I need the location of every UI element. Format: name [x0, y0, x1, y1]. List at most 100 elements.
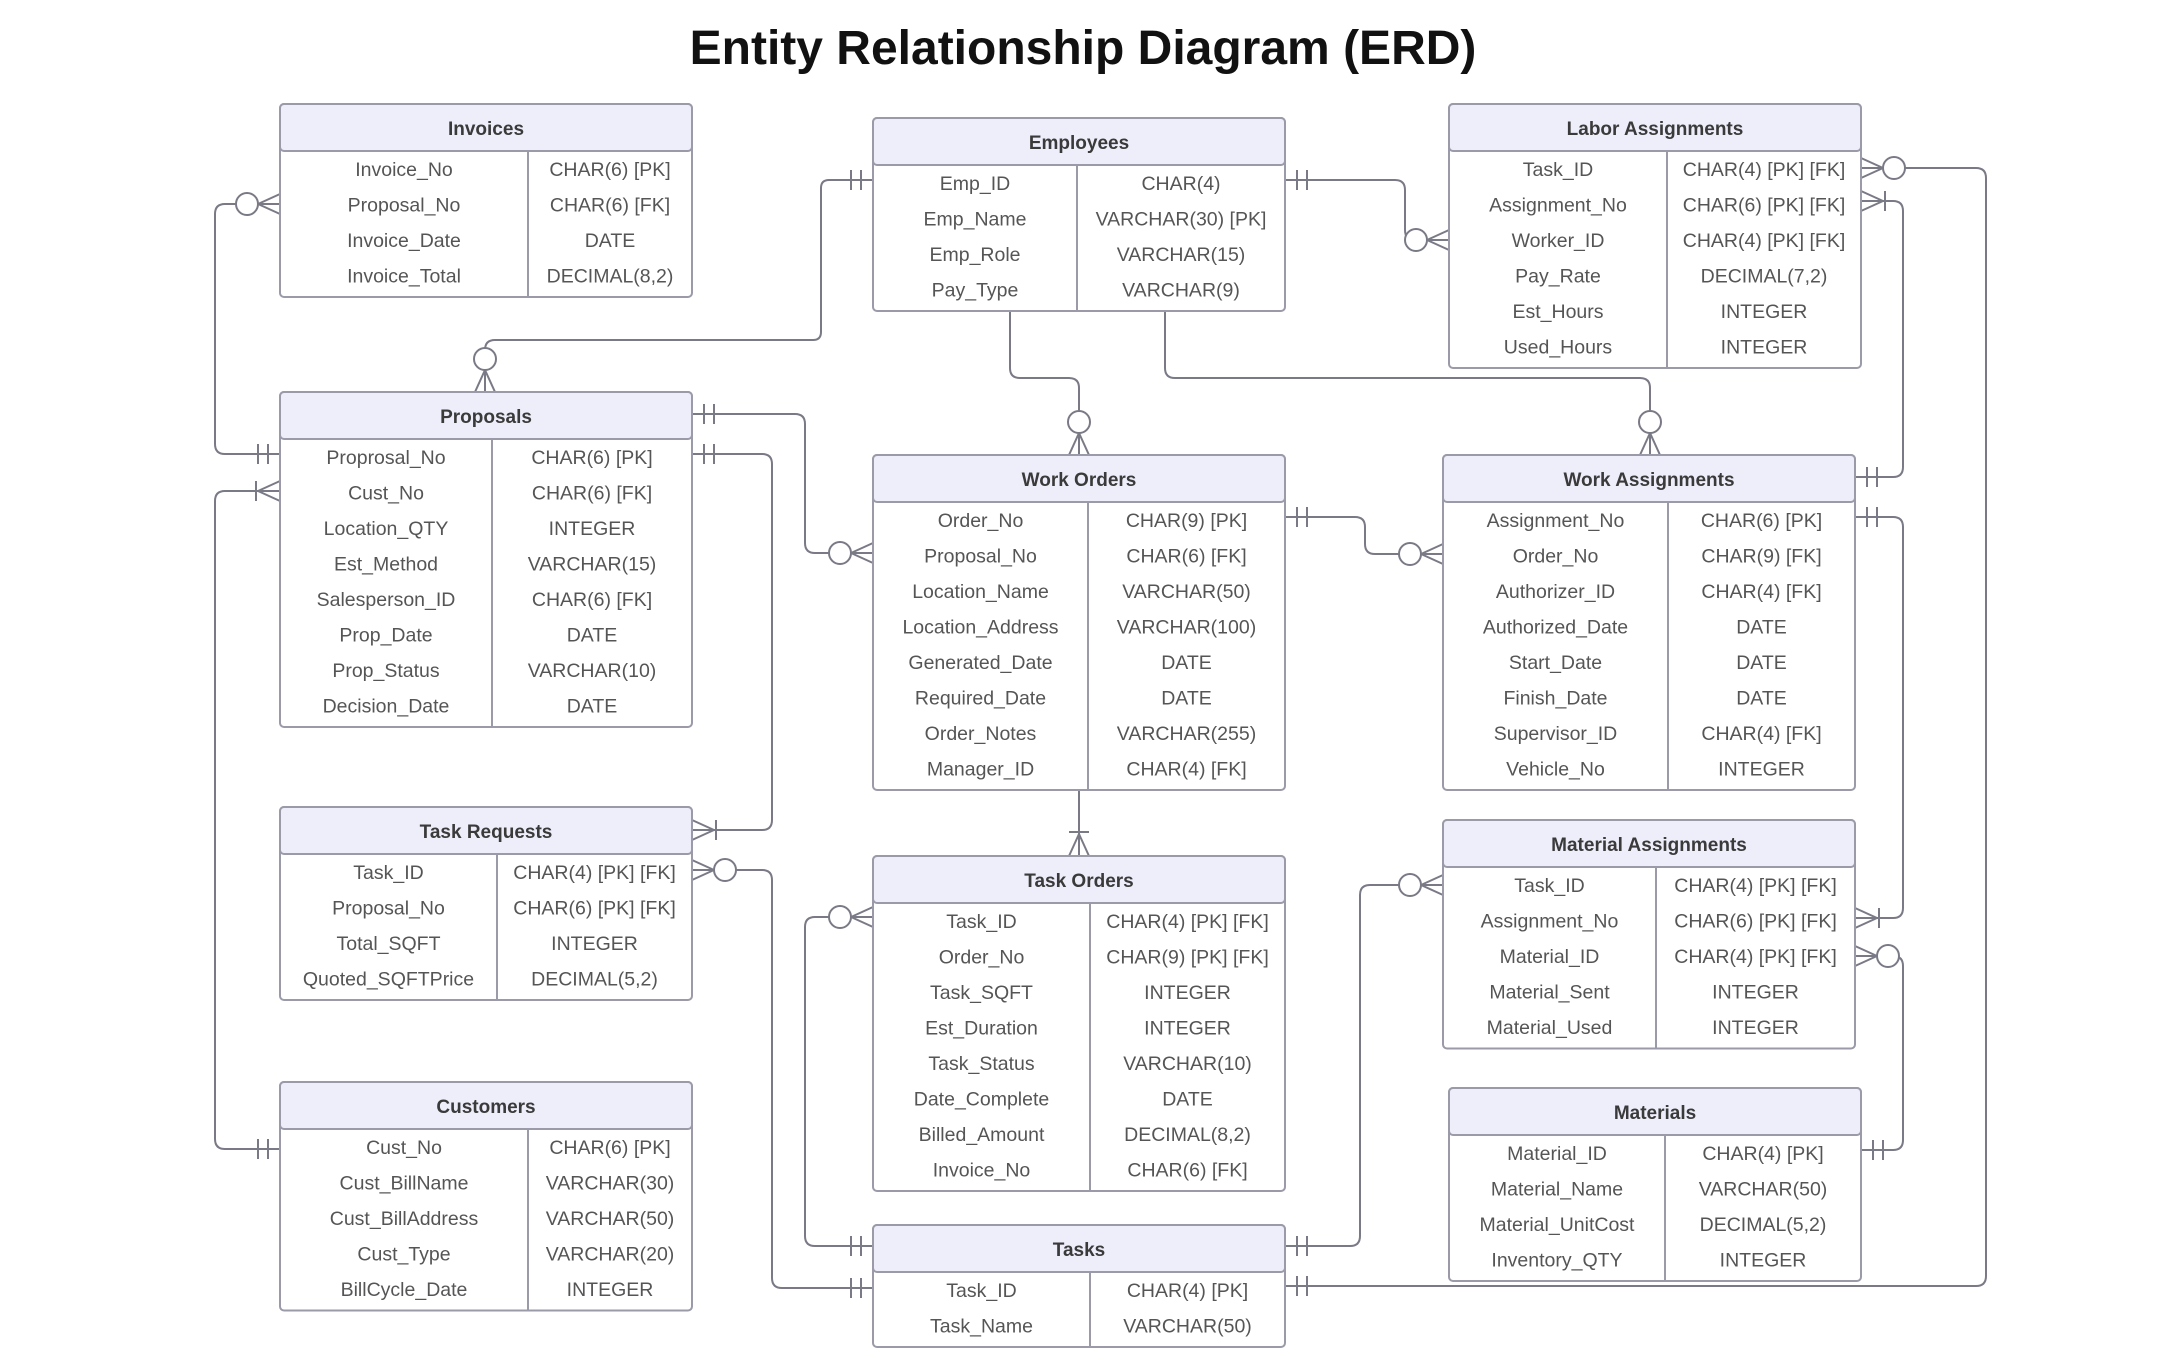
- one-mandatory-marker: [257, 444, 269, 464]
- attribute-name: Total_SQFT: [336, 933, 440, 955]
- zero-or-many-marker: [1638, 410, 1662, 456]
- attribute-type: CHAR(4) [PK]: [1702, 1143, 1823, 1165]
- one-mandatory-marker: [257, 1139, 269, 1159]
- entity-header: [279, 103, 693, 152]
- attribute-name: Cust_BillAddress: [330, 1208, 479, 1230]
- rel-invoices-proposals: [214, 203, 280, 455]
- attribute-name: Invoice_No: [355, 159, 453, 181]
- one-or-many-marker: [691, 819, 717, 841]
- attribute-name: Emp_Name: [924, 208, 1027, 230]
- attribute-type: DATE: [1736, 687, 1787, 709]
- one-mandatory-marker: [1872, 1140, 1884, 1160]
- attribute-name: Date_Complete: [914, 1088, 1050, 1110]
- attribute-name: Material_UnitCost: [1480, 1214, 1636, 1236]
- attribute-name: Location_Address: [902, 616, 1058, 638]
- attribute-name: Order_No: [938, 510, 1024, 532]
- rel-tasks-taskorders: [804, 916, 873, 1247]
- attribute-name: Assignment_No: [1489, 194, 1627, 216]
- attribute-name: Task_Status: [928, 1053, 1034, 1075]
- attribute-name: Location_Name: [912, 581, 1049, 603]
- attribute-name: Task_SQFT: [930, 982, 1033, 1004]
- zero-or-many-marker: [1398, 542, 1444, 566]
- entity-name: Material Assignments: [1551, 835, 1747, 856]
- one-mandatory-marker: [1866, 507, 1878, 527]
- attribute-type: CHAR(4) [FK]: [1126, 758, 1246, 780]
- entity-header: [1442, 819, 1856, 868]
- zero-or-many-marker: [1860, 156, 1906, 180]
- entity-name: Proposals: [440, 407, 532, 428]
- entity-name: Labor Assignments: [1567, 119, 1744, 140]
- one-mandatory-marker: [850, 1278, 862, 1298]
- attribute-name: Used_Hours: [1504, 336, 1613, 358]
- one-mandatory-marker: [850, 1236, 862, 1256]
- attribute-type: CHAR(6) [PK] [FK]: [1674, 910, 1837, 932]
- zero-or-many-marker: [691, 858, 737, 882]
- attribute-name: Salesperson_ID: [317, 589, 456, 611]
- attribute-type: CHAR(4): [1141, 173, 1220, 195]
- attribute-type: CHAR(6) [PK] [FK]: [513, 897, 676, 919]
- attribute-type: CHAR(4) [FK]: [1701, 723, 1821, 745]
- zero-or-many-marker: [1404, 228, 1450, 252]
- attribute-type: CHAR(4) [PK] [FK]: [1674, 946, 1837, 968]
- rel-labor-tasks: [1285, 167, 1987, 1287]
- entity-header: [1442, 454, 1856, 503]
- attribute-name: Manager_ID: [927, 758, 1034, 780]
- zero-or-many-marker: [828, 541, 874, 565]
- attribute-type: CHAR(6) [PK] [FK]: [1683, 194, 1846, 216]
- attribute-name: Supervisor_ID: [1494, 723, 1618, 745]
- rel-workassignments-materialassignments: [1855, 516, 1904, 919]
- entity-name: Materials: [1614, 1103, 1696, 1124]
- attribute-name: Material_Sent: [1489, 981, 1610, 1003]
- attribute-type: CHAR(6) [PK]: [549, 159, 670, 181]
- attribute-name: Billed_Amount: [919, 1124, 1045, 1146]
- entity-name: Task Orders: [1024, 871, 1133, 892]
- attribute-name: Task_ID: [1514, 875, 1584, 897]
- attribute-name: Start_Date: [1509, 652, 1602, 674]
- attribute-type: CHAR(6) [FK]: [550, 194, 670, 216]
- rel-employees-labor: [1285, 179, 1449, 241]
- attribute-name: Est_Hours: [1512, 301, 1603, 323]
- attribute-type: VARCHAR(50): [1123, 1315, 1252, 1337]
- attribute-type: CHAR(6) [PK]: [549, 1137, 670, 1159]
- attribute-name: Est_Duration: [925, 1017, 1038, 1039]
- entity-header: [1448, 103, 1862, 152]
- attribute-name: Emp_Role: [929, 244, 1020, 266]
- attribute-name: Assignment_No: [1481, 910, 1619, 932]
- zero-or-many-marker: [1067, 410, 1091, 456]
- one-mandatory-marker: [1296, 507, 1308, 527]
- attribute-type: INTEGER: [1718, 758, 1805, 780]
- entity-header: [872, 1224, 1286, 1273]
- attribute-name: Est_Method: [334, 553, 438, 575]
- attribute-name: Proprosal_No: [326, 447, 445, 469]
- one-or-many-marker: [1860, 190, 1886, 212]
- rel-workorders-workassignments: [1285, 516, 1443, 555]
- attribute-type: DECIMAL(8,2): [1124, 1124, 1251, 1146]
- attribute-type: CHAR(4) [PK] [FK]: [1683, 159, 1846, 181]
- attribute-type: VARCHAR(10): [528, 660, 657, 682]
- attribute-name: Material_Name: [1491, 1178, 1623, 1200]
- rel-materials-materialassignments: [1855, 955, 1904, 1151]
- rel-employees-workorders: [1009, 300, 1080, 455]
- attribute-name: Proposal_No: [348, 194, 461, 216]
- attribute-type: VARCHAR(15): [528, 553, 657, 575]
- one-mandatory-marker: [703, 404, 715, 424]
- entity-header: [872, 454, 1286, 503]
- attribute-type: CHAR(4) [PK] [FK]: [1674, 875, 1837, 897]
- rel-employees-workassignments: [1164, 300, 1651, 455]
- one-mandatory-marker: [1296, 1236, 1308, 1256]
- attribute-name: Finish_Date: [1503, 687, 1607, 709]
- attribute-type: CHAR(6) [FK]: [532, 482, 652, 504]
- attribute-name: Prop_Status: [332, 660, 440, 682]
- attribute-type: VARCHAR(30): [546, 1172, 675, 1194]
- attribute-type: CHAR(9) [PK]: [1126, 510, 1247, 532]
- entity-header: [872, 855, 1286, 904]
- attribute-type: DATE: [585, 230, 636, 252]
- entity-header: [279, 391, 693, 440]
- attribute-type: VARCHAR(9): [1122, 279, 1240, 301]
